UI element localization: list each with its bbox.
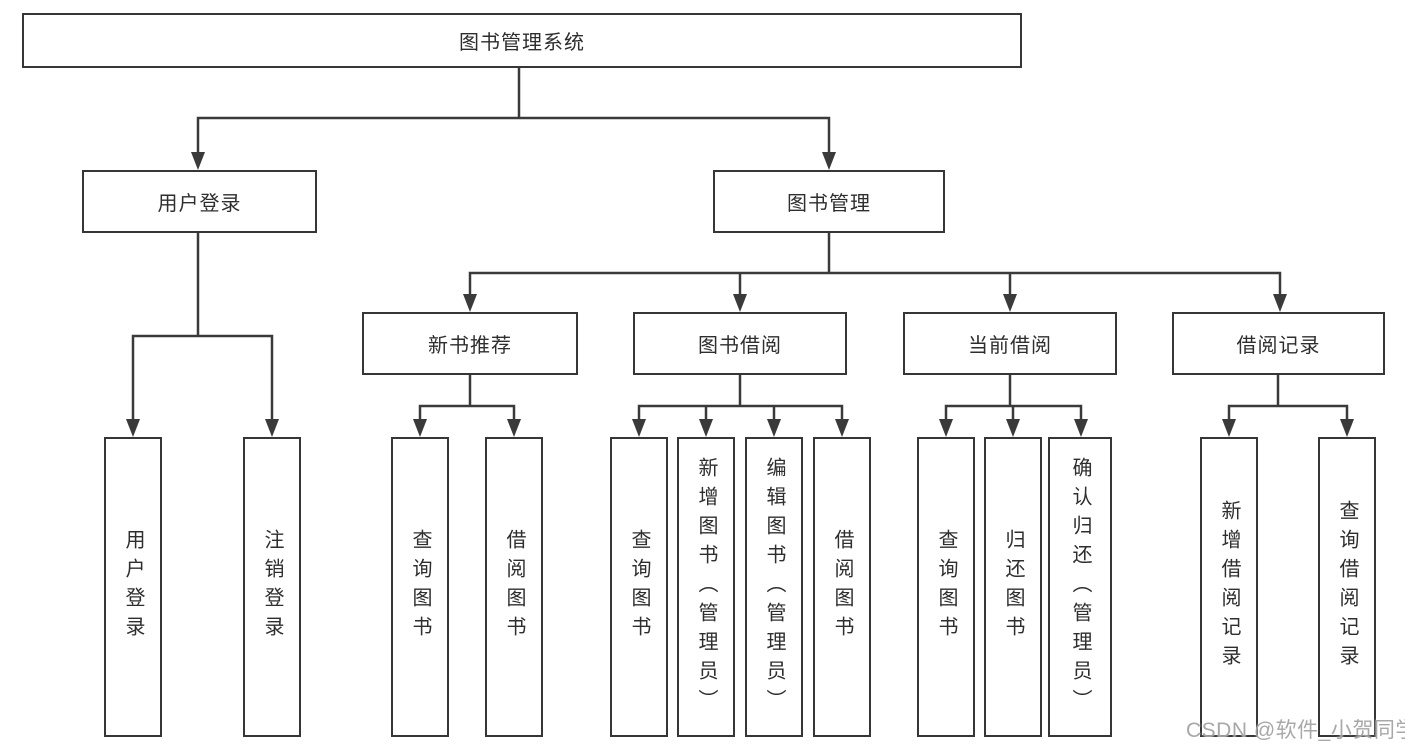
node-leaf-query-books-current: 查询图书 — [917, 437, 975, 737]
node-leaf-user-login: 用户登录 — [104, 437, 162, 737]
node-leaf-add-borrow-record: 新增借阅记录 — [1200, 437, 1258, 737]
connector-new-book-to-leaves — [418, 375, 516, 421]
node-leaf-confirm-return-admin: 确认归还（管理员） — [1048, 437, 1112, 737]
connector-user-login-to-leaves — [131, 233, 274, 421]
csdn-watermark: CSDN @软件_小贺同学 — [1186, 719, 1405, 742]
node-leaf-query-books-recommend: 查询图书 — [391, 437, 449, 737]
node-user-login: 用户登录 — [82, 170, 317, 233]
node-borrow-records: 借阅记录 — [1172, 312, 1385, 375]
node-current-borrow: 当前借阅 — [903, 312, 1117, 375]
connector-root-to-level2 — [196, 66, 831, 152]
node-leaf-query-borrow-record: 查询借阅记录 — [1318, 437, 1376, 737]
node-leaf-logout: 注销登录 — [243, 437, 301, 737]
connector-current-borrow-to-leaves — [944, 375, 1083, 421]
node-leaf-query-books-borrow: 查询图书 — [610, 437, 668, 737]
node-leaf-add-books-admin: 新增图书（管理员） — [677, 437, 735, 737]
node-book-borrow: 图书借阅 — [633, 312, 847, 375]
connector-book-mgmt-to-level3 — [468, 233, 1282, 296]
node-book-management: 图书管理 — [713, 170, 945, 233]
node-root-library-system: 图书管理系统 — [22, 13, 1022, 68]
node-leaf-edit-books-admin: 编辑图书（管理员） — [745, 437, 803, 737]
node-leaf-return-books: 归还图书 — [984, 437, 1042, 737]
connector-borrow-records-to-leaves — [1227, 375, 1349, 421]
node-leaf-borrow-books-recommend: 借阅图书 — [485, 437, 543, 737]
node-leaf-borrow-books-borrow: 借阅图书 — [813, 437, 871, 737]
connector-book-borrow-to-leaves — [637, 375, 844, 421]
node-new-book-recommend: 新书推荐 — [362, 312, 578, 375]
